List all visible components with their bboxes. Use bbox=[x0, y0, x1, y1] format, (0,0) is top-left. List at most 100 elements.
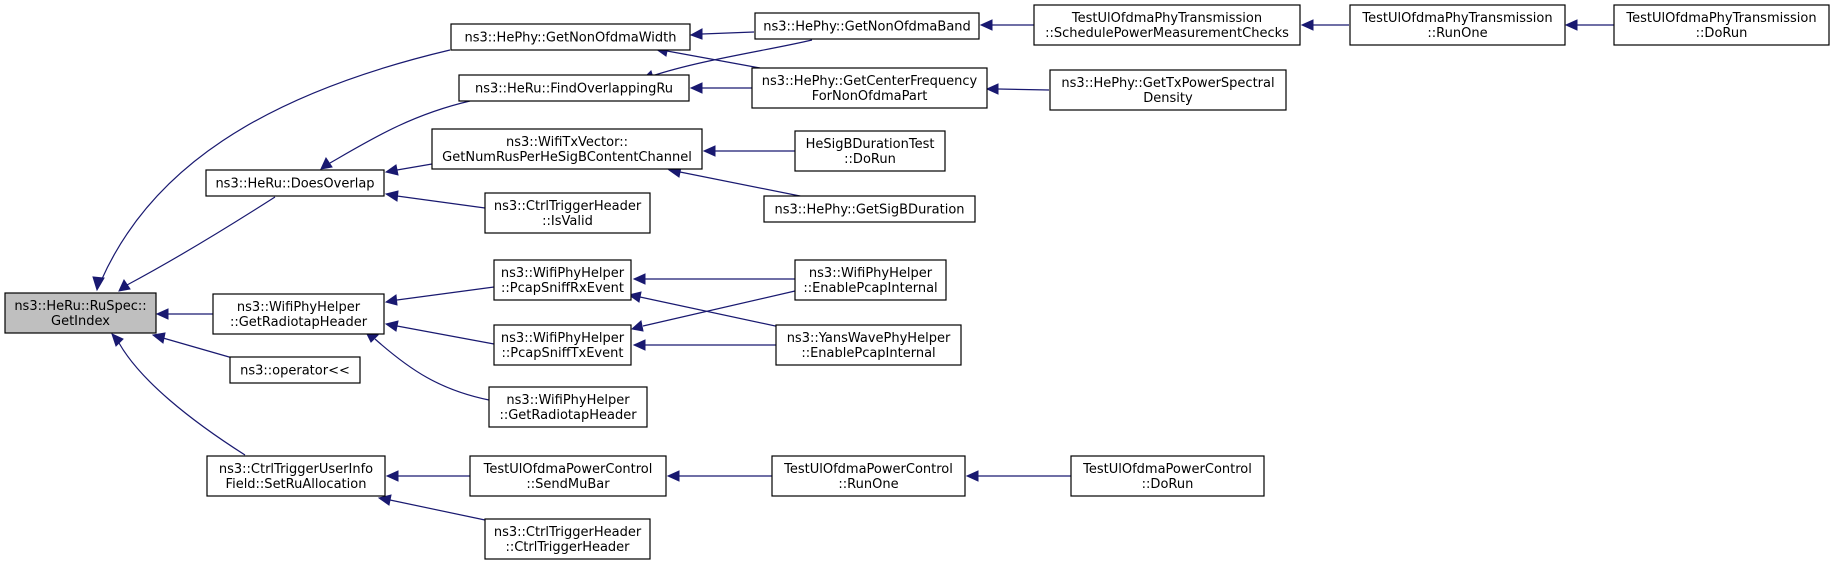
node-box bbox=[469, 455, 667, 497]
node-sigbtest[interactable]: HeSigBDurationTest::DoRun bbox=[794, 130, 946, 172]
edge-yanspcap-to-pcaprx bbox=[627, 291, 781, 328]
edges bbox=[92, 19, 1614, 521]
node-label-line: ns3::HeRu::RuSpec:: bbox=[14, 299, 146, 314]
node-box bbox=[205, 169, 385, 197]
node-findoverlapping[interactable]: ns3::HeRu::FindOverlappingRu bbox=[458, 74, 690, 102]
node-box bbox=[431, 128, 703, 170]
node-box bbox=[493, 324, 632, 366]
node-box bbox=[775, 324, 962, 366]
node-box bbox=[4, 292, 157, 334]
node-schedpower[interactable]: TestUlOfdmaPhyTransmission::SchedulePowe… bbox=[1033, 4, 1301, 46]
node-label-line: ::EnablePcapInternal bbox=[801, 346, 935, 361]
node-enablepcap[interactable]: ns3::WifiPhyHelper::EnablePcapInternal bbox=[794, 259, 947, 301]
node-box bbox=[1613, 4, 1830, 46]
node-box bbox=[1349, 4, 1566, 46]
node-label-line: ::GetRadiotapHeader bbox=[230, 315, 368, 330]
edge-ptrunone-to-schedpower bbox=[1300, 19, 1349, 31]
node-label-line: ::CtrlTriggerHeader bbox=[505, 540, 630, 555]
node-radiotap2[interactable]: ns3::WifiPhyHelper::GetRadiotapHeader bbox=[488, 386, 648, 428]
edge-centerfreq-to-findoverlapping bbox=[689, 82, 752, 94]
node-label-line: GetIndex bbox=[51, 314, 110, 329]
node-box bbox=[484, 192, 651, 234]
edge-radiotap1-to-getindex bbox=[155, 308, 213, 320]
node-label-line: ForNonOfdmaPart bbox=[812, 89, 928, 104]
node-box bbox=[794, 259, 947, 301]
edge-enablepcap-to-pcaptx bbox=[630, 290, 796, 332]
node-pc-runone[interactable]: TestUlOfdmaPowerControl::RunOne bbox=[771, 455, 966, 497]
node-label-line: ::DoRun bbox=[1696, 26, 1748, 41]
node-label-line: ::DoRun bbox=[1142, 477, 1194, 492]
edge-radiotap2-to-radiotap1 bbox=[365, 331, 490, 401]
edge-sendmubar-to-setru bbox=[385, 470, 470, 482]
node-label-line: TestUlOfdmaPowerControl bbox=[783, 462, 953, 477]
node-operator[interactable]: ns3::operator<< bbox=[229, 356, 361, 384]
node-box bbox=[754, 12, 980, 40]
node-box bbox=[1033, 4, 1301, 46]
edge-sigbtest-to-getnumrus bbox=[702, 145, 795, 157]
node-radiotap1[interactable]: ns3::WifiPhyHelper::GetRadiotapHeader bbox=[212, 293, 385, 335]
node-pt-dorun[interactable]: TestUlOfdmaPhyTransmission::DoRun bbox=[1613, 4, 1830, 46]
node-label-line: ns3::WifiTxVector:: bbox=[506, 135, 628, 150]
node-label-line: ns3::CtrlTriggerHeader bbox=[494, 199, 642, 214]
edge-txpsd-to-centerfreq bbox=[985, 83, 1050, 95]
node-box bbox=[794, 130, 946, 172]
edge-pcaprx-to-radiotap1 bbox=[384, 286, 495, 306]
node-label-line: ns3::HePhy::GetSigBDuration bbox=[774, 203, 964, 218]
node-label-line: Density bbox=[1143, 91, 1193, 106]
node-box bbox=[212, 293, 385, 335]
edge-nonofdmawidth-to-getindex bbox=[92, 49, 451, 292]
node-label-line: TestUlOfdmaPhyTransmission bbox=[1361, 11, 1552, 26]
node-box bbox=[488, 386, 648, 428]
node-ctrlheader[interactable]: ns3::CtrlTriggerHeader::CtrlTriggerHeade… bbox=[484, 518, 651, 560]
node-label-line: ::PcapSniffRxEvent bbox=[501, 281, 624, 296]
node-doesoverlap[interactable]: ns3::HeRu::DoesOverlap bbox=[205, 169, 385, 197]
nodes: ns3::HeRu::RuSpec::GetIndex ns3::HePhy::G… bbox=[4, 4, 1830, 560]
node-label-line: TestUlOfdmaPhyTransmission bbox=[1625, 11, 1816, 26]
node-centerfreq[interactable]: ns3::HePhy::GetCenterFrequencyForNonOfdm… bbox=[751, 67, 988, 109]
edge-setru-to-getindex bbox=[111, 333, 246, 456]
node-box bbox=[493, 259, 632, 301]
node-box bbox=[771, 455, 966, 497]
node-label-line: HeSigBDurationTest bbox=[806, 137, 935, 152]
node-pcaprx[interactable]: ns3::WifiPhyHelper::PcapSniffRxEvent bbox=[493, 259, 632, 301]
node-pt-runone[interactable]: TestUlOfdmaPhyTransmission::RunOne bbox=[1349, 4, 1566, 46]
node-label-line: ::EnablePcapInternal bbox=[803, 281, 937, 296]
edge-pcrunone-to-sendmubar bbox=[666, 470, 772, 482]
node-label-line: ::RunOne bbox=[1427, 26, 1487, 41]
node-box bbox=[751, 67, 988, 109]
node-pc-dorun[interactable]: TestUlOfdmaPowerControl::DoRun bbox=[1070, 455, 1265, 497]
edge-sigbduration-to-getnumrus bbox=[667, 166, 806, 198]
node-sendmubar[interactable]: TestUlOfdmaPowerControl::SendMuBar bbox=[469, 455, 667, 497]
node-pcaptx[interactable]: ns3::WifiPhyHelper::PcapSniffTxEvent bbox=[493, 324, 632, 366]
node-label-line: ns3::YansWavePhyHelper bbox=[787, 331, 951, 346]
node-label-line: ::RunOne bbox=[838, 477, 898, 492]
edge-doesoverlap-to-getindex bbox=[118, 196, 276, 292]
node-setru[interactable]: ns3::CtrlTriggerUserInfoField::SetRuAllo… bbox=[206, 455, 386, 497]
node-nonofdmaband[interactable]: ns3::HePhy::GetNonOfdmaBand bbox=[754, 12, 980, 40]
node-box bbox=[1049, 69, 1287, 111]
edge-nonofdmaband-to-nonofdmawidth bbox=[689, 28, 755, 40]
node-box bbox=[1070, 455, 1265, 497]
node-label-line: ns3::WifiPhyHelper bbox=[501, 266, 625, 281]
node-isvalid[interactable]: ns3::CtrlTriggerHeader::IsValid bbox=[484, 192, 651, 234]
node-label-line: ns3::CtrlTriggerUserInfo bbox=[219, 462, 373, 477]
node-sigbduration[interactable]: ns3::HePhy::GetSigBDuration bbox=[763, 195, 976, 223]
node-getindex[interactable]: ns3::HeRu::RuSpec::GetIndex bbox=[4, 292, 157, 334]
node-getnumrus[interactable]: ns3::WifiTxVector::GetNumRusPerHeSigBCon… bbox=[431, 128, 703, 170]
node-label-line: ::GetRadiotapHeader bbox=[499, 408, 637, 423]
node-label-line: TestUlOfdmaPowerControl bbox=[483, 462, 653, 477]
node-label-line: ns3::WifiPhyHelper bbox=[501, 331, 625, 346]
node-label-line: ns3::WifiPhyHelper bbox=[237, 300, 361, 315]
edge-isvalid-to-doesoverlap bbox=[384, 190, 486, 209]
node-yanspcap[interactable]: ns3::YansWavePhyHelper::EnablePcapIntern… bbox=[775, 324, 962, 366]
node-label-line: ns3::CtrlTriggerHeader bbox=[494, 525, 642, 540]
node-label-line: ::PcapSniffTxEvent bbox=[502, 346, 624, 361]
edge-enablepcap-to-pcaprx bbox=[632, 273, 795, 285]
node-label-line: Field::SetRuAllocation bbox=[226, 477, 367, 492]
node-nonofdmawidth[interactable]: ns3::HePhy::GetNonOfdmaWidth bbox=[450, 23, 691, 51]
edge-getnumrus-to-doesoverlap bbox=[384, 163, 433, 176]
node-label-line: TestUlOfdmaPowerControl bbox=[1082, 462, 1252, 477]
edge-pcdorun-to-pcrunone bbox=[965, 470, 1071, 482]
